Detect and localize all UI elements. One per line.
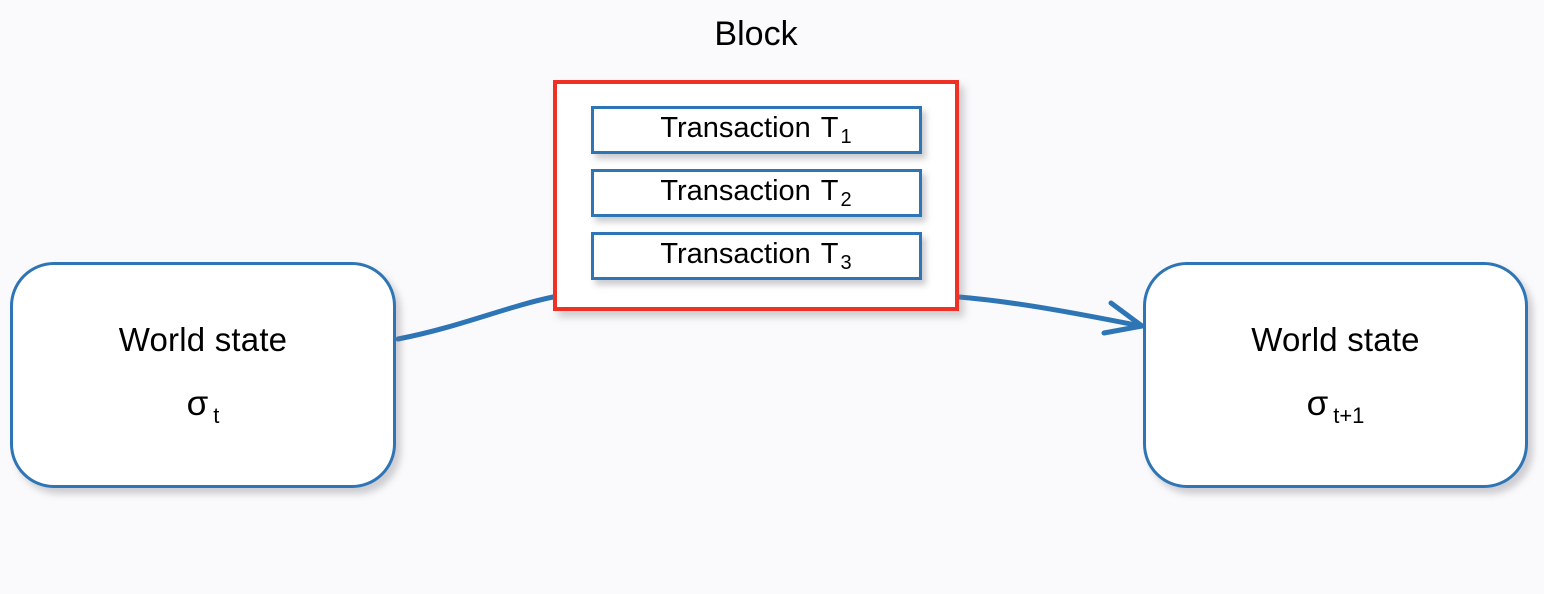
arrowhead-icon	[1101, 300, 1145, 336]
transaction-word-1: Transaction	[660, 111, 811, 144]
transaction-symbol-2: T	[820, 174, 839, 207]
world-state-right-title: World state	[1251, 321, 1420, 359]
sigma-glyph-left: σ	[186, 384, 209, 424]
connector-block-to-state	[956, 294, 1144, 329]
transaction-subscript-2: 2	[840, 188, 852, 211]
sigma-glyph-right: σ	[1306, 384, 1329, 424]
connector-state-to-block	[395, 294, 556, 342]
transaction-subscript-3: 3	[840, 251, 852, 274]
world-state-left-title: World state	[118, 321, 288, 359]
transaction-symbol-1: T	[820, 111, 839, 144]
transaction-symbol-3: T	[820, 237, 839, 270]
transaction-subscript-1: 1	[840, 125, 852, 148]
transaction-word-2: Transaction	[660, 174, 811, 207]
sigma-subscript-left: t	[213, 402, 220, 428]
transaction-word-3: Transaction	[660, 237, 811, 270]
block-title: Block	[714, 15, 798, 53]
sigma-subscript-right: t+1	[1333, 402, 1365, 428]
